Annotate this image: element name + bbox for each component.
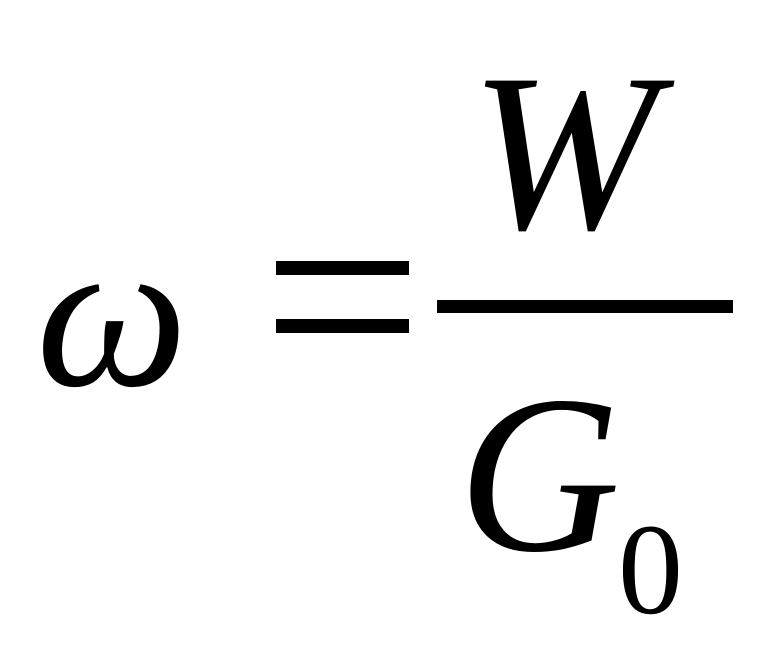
fraction-bar (437, 300, 733, 313)
numerator: W (470, 27, 658, 277)
equals-sign-bottom-bar (276, 319, 409, 333)
lhs-symbol: ω (36, 193, 188, 432)
denominator: G (458, 349, 621, 599)
equals-sign-top-bar (276, 261, 409, 275)
denominator-subscript: 0 (618, 498, 683, 642)
